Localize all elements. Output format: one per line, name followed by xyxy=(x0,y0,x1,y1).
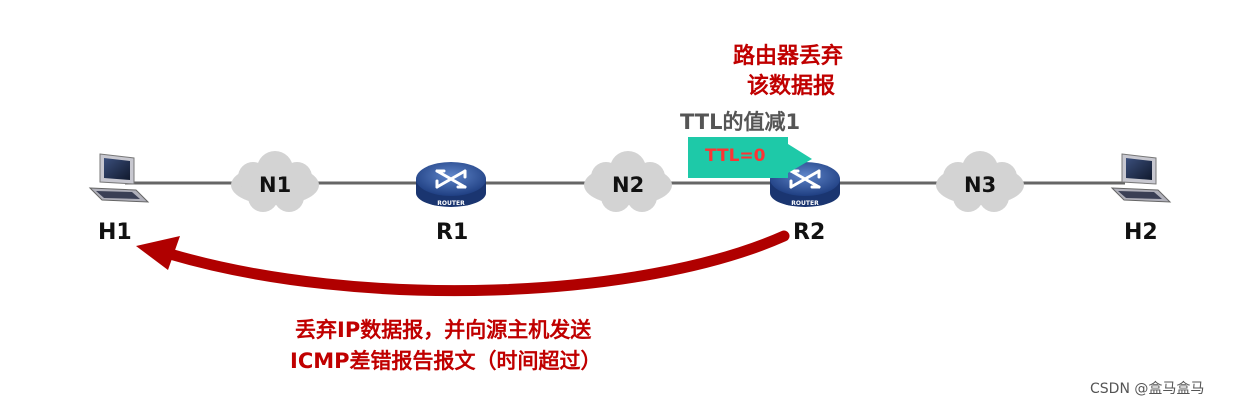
router-r2-tag: ROUTER xyxy=(791,200,819,207)
cloud-n3 xyxy=(936,151,1024,212)
discard-label-line2: 该数据报 xyxy=(747,74,836,99)
cloud-n1 xyxy=(231,151,319,212)
icmp-arrowhead xyxy=(136,236,180,270)
host-h2-icon xyxy=(1110,153,1172,203)
host-h1-icon xyxy=(88,153,150,203)
cloud-n2 xyxy=(584,151,672,212)
network-n2-label: N2 xyxy=(612,173,645,197)
router-r1-label: R1 xyxy=(436,220,469,245)
icmp-label-line1: 丢弃IP数据报，并向源主机发送 xyxy=(295,318,592,342)
icmp-return-arrow xyxy=(164,230,790,297)
watermark: CSDN @盒马盒马 xyxy=(1090,381,1205,397)
router-r2-label: R2 xyxy=(793,220,826,245)
icmp-label-line2: ICMP差错报告报文（时间超过） xyxy=(290,349,602,373)
router-r2-icon: ROUTER xyxy=(770,162,840,207)
discard-label-line1: 路由器丢弃 xyxy=(733,44,844,69)
host-h1-label: H1 xyxy=(98,220,132,245)
ttl-packet-label: TTL=0 xyxy=(705,146,766,166)
network-n3-label: N3 xyxy=(964,173,997,197)
network-n1-label: N1 xyxy=(259,173,292,197)
router-r1-icon: ROUTER xyxy=(416,162,486,207)
ttl-decrement-label: TTL的值减1 xyxy=(680,110,801,134)
router-r1-tag: ROUTER xyxy=(437,200,465,207)
host-h2-label: H2 xyxy=(1124,220,1158,245)
ttl-packet-arrow xyxy=(688,137,812,178)
